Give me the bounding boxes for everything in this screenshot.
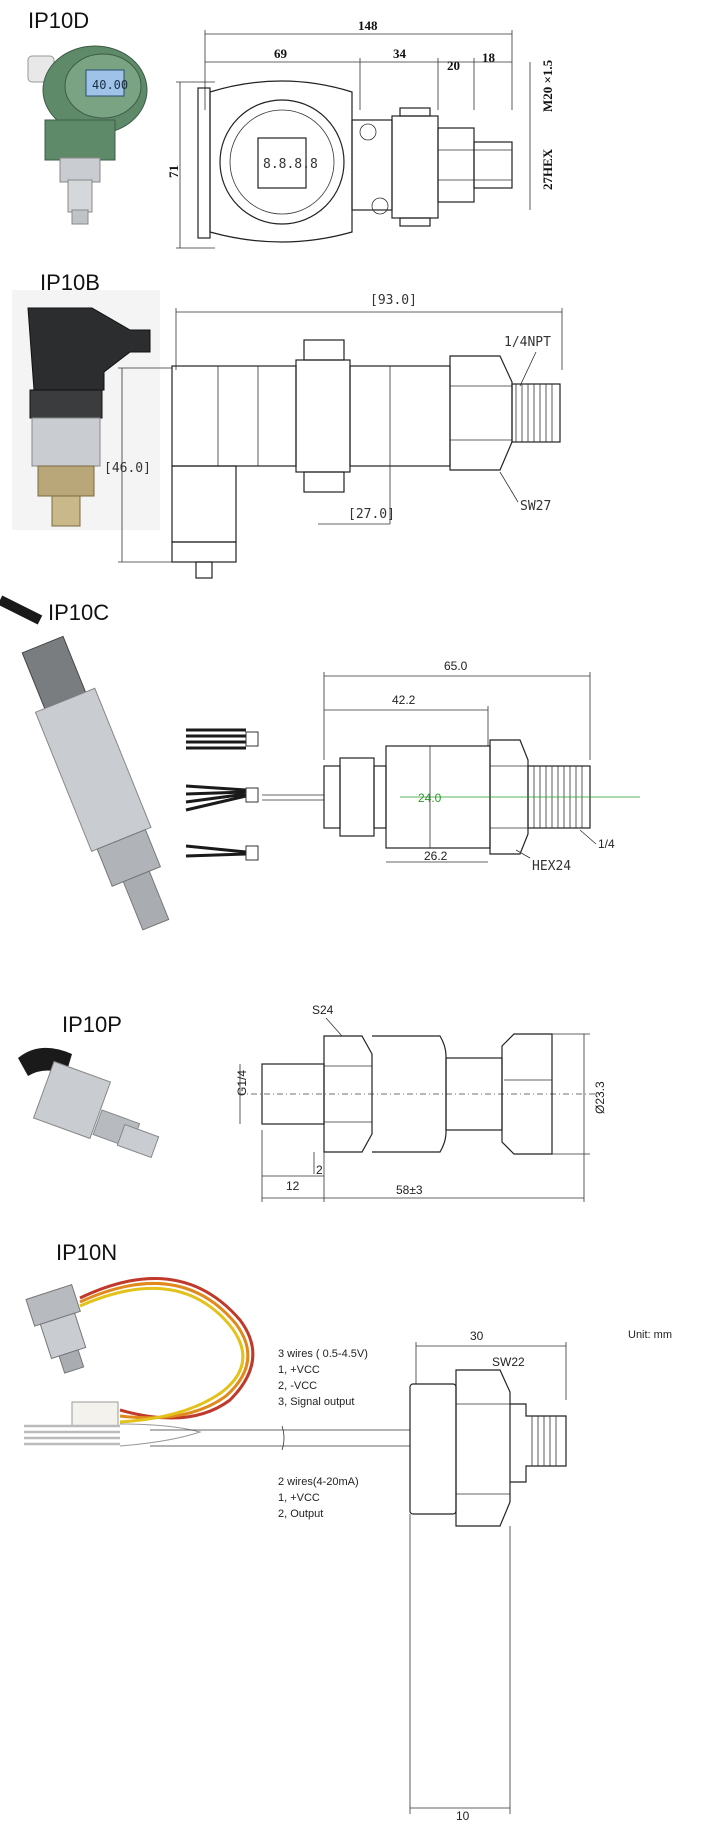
dim-step-2: 2: [316, 1163, 323, 1177]
dim-neck-34: 34: [393, 46, 407, 61]
product-title: IP10C: [48, 600, 110, 625]
thread-1-4npt: 1/4NPT: [504, 335, 551, 350]
dim-overall-30: 30: [470, 1329, 484, 1343]
hex-sw27: SW27: [520, 499, 551, 514]
wiring-3-line-3: 3, Signal output: [278, 1396, 355, 1408]
wiring-3-line-1: 1, +VCC: [278, 1364, 320, 1376]
hex-s24: S24: [312, 1003, 334, 1017]
dim-height-71: 71: [166, 165, 181, 178]
product-title: IP10D: [28, 8, 90, 33]
ip10c-drawing: 65.0 42.2 24.0 26.2 HEX24 1/4: [0, 595, 640, 931]
wiring-2-line-2: 2, Output: [278, 1508, 324, 1520]
section-ip10n: IP10N Unit: mm 30 SW22: [0, 1210, 710, 1848]
ip10c-photo: [0, 595, 170, 931]
dim-hex-27: 27HEX: [540, 148, 555, 190]
ip10n-drawing: Unit: mm 30 SW22 10: [24, 1277, 672, 1823]
dim-thread-18: 18: [482, 50, 496, 65]
wiring-3-heading: 3 wires ( 0.5-4.5V): [278, 1348, 368, 1360]
dim-hex-20: 20: [447, 58, 460, 73]
dim-body-42: 42.2: [392, 693, 416, 707]
unit-label: Unit: mm: [628, 1329, 672, 1341]
wiring-2-heading: 2 wires(4-20mA): [278, 1476, 359, 1488]
lcd-reading: 40.00: [92, 78, 128, 92]
dim-overall-65: 65.0: [444, 659, 468, 673]
hex-24: HEX24: [532, 859, 571, 874]
wiring-2-wires: 2 wires(4-20mA) 1, +VCC 2, Output: [278, 1474, 359, 1522]
ip10p-photo: [18, 1047, 160, 1159]
wiring-3-wires: 3 wires ( 0.5-4.5V) 1, +VCC 2, -VCC 3, S…: [278, 1346, 368, 1410]
dim-overall-93: [93.0]: [370, 293, 417, 308]
dim-thread-m20: M20 ×1.5: [540, 59, 555, 112]
dim-neck-26: 26.2: [424, 849, 448, 863]
product-title: IP10P: [62, 1012, 122, 1037]
wiring-2-line-1: 1, +VCC: [278, 1492, 320, 1504]
ip10d-photo: 40.00: [27, 45, 148, 225]
dim-thread-12: 12: [286, 1179, 300, 1193]
section-ip10d: IP10D 40.00 148 69 34 20 18 71: [0, 0, 710, 260]
svg-text:8.8.8.8: 8.8.8.8: [263, 157, 318, 172]
wiring-3-line-2: 2, -VCC: [278, 1380, 318, 1392]
thread-g1-4: G1/4: [235, 1070, 249, 1096]
product-title: IP10N: [56, 1240, 118, 1265]
ip10n-photo: [25, 1277, 255, 1427]
dim-thread-10: 10: [456, 1809, 470, 1823]
section-ip10p: IP10P S24 G1/4 Ø23.3 2 12 58±3: [0, 970, 710, 1210]
ip10d-drawing: 40.00 148 69 34 20 18 71 8.8.8.8: [27, 18, 555, 249]
dim-dia-23: Ø23.3: [593, 1081, 607, 1114]
dim-body-69: 69: [274, 46, 288, 61]
wire-bundles: [185, 728, 259, 861]
thread-1-4: 1/4: [598, 837, 615, 851]
section-ip10c: IP10C 65.0 42.2: [0, 590, 710, 970]
ip10b-photo: [12, 290, 160, 530]
dim-dia-24: 24.0: [418, 791, 442, 805]
ip10b-drawing: [93.0] [46.0] [27.0] 1/4NPT SW27: [12, 290, 563, 579]
ip10p-drawing: S24 G1/4 Ø23.3 2 12 58±3: [18, 1003, 607, 1202]
dim-body-27: [27.0]: [348, 507, 395, 522]
hex-sw22: SW22: [492, 1355, 525, 1369]
dim-height-46: [46.0]: [104, 461, 151, 476]
dim-overall-148: 148: [358, 18, 378, 33]
dim-overall-58: 58±3: [396, 1183, 423, 1197]
ip10n-cable: [24, 1423, 410, 1451]
section-ip10b: IP10B [93.0] [46.0]: [0, 260, 710, 590]
